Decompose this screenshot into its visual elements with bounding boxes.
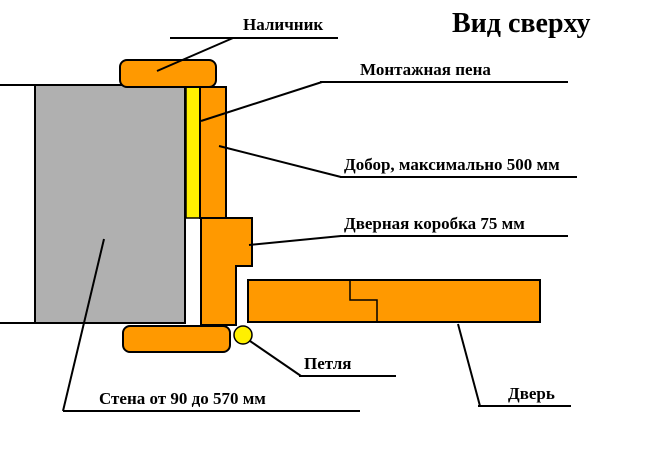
leader-casing-diagonal xyxy=(156,37,234,72)
label-foam: Монтажная пена xyxy=(360,60,491,79)
leader-wall-diagonal xyxy=(62,238,105,412)
label-door: Дверь xyxy=(508,384,555,403)
leader-door-diagonal xyxy=(457,323,481,407)
leader-frame-diagonal xyxy=(248,235,342,246)
diagram-title: Вид сверху xyxy=(452,8,591,39)
door-break-joint xyxy=(349,281,378,321)
leader-extension-diagonal xyxy=(218,145,342,178)
label-wall: Стена от 90 до 570 мм xyxy=(99,389,266,408)
label-casing: Наличник xyxy=(243,15,324,34)
label-extension: Добор, максимально 500 мм xyxy=(344,155,560,174)
casing-bottom xyxy=(122,325,231,353)
wall-section xyxy=(34,84,186,324)
extension-board xyxy=(199,86,227,219)
leader-lines xyxy=(62,37,577,412)
leader-foam-diagonal xyxy=(200,81,323,122)
label-frame: Дверная коробка 75 мм xyxy=(344,214,525,233)
casing-top xyxy=(119,59,217,88)
label-hinge: Петля xyxy=(304,354,352,373)
mounting-foam-strip xyxy=(185,86,201,219)
door-frame-profile xyxy=(200,217,253,326)
leader-hinge-diagonal xyxy=(249,340,302,377)
hinge-circle xyxy=(233,325,253,345)
door-leaf xyxy=(247,279,541,323)
